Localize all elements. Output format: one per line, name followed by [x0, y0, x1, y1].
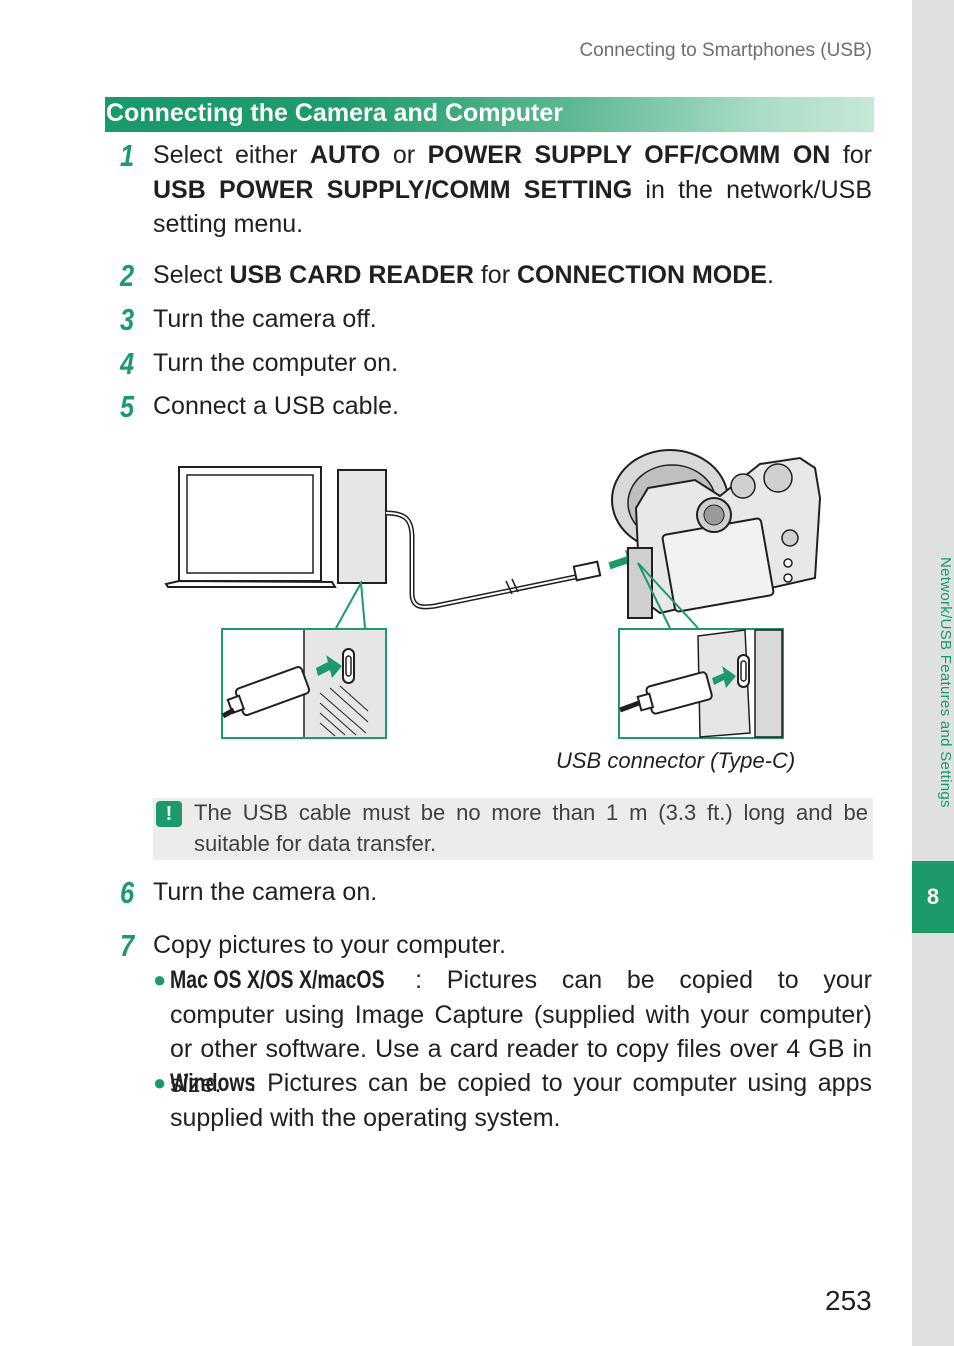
menu-option-usb-card-reader: USB CARD READER: [229, 261, 474, 289]
usb-connection-illustration: [164, 449, 822, 739]
step-number: 6: [120, 875, 135, 910]
step-number: 1: [120, 138, 135, 173]
section-title: Connecting the Camera and Computer: [106, 99, 563, 127]
step-text: Connect a USB cable.: [153, 392, 399, 420]
step-number: 7: [120, 928, 135, 963]
bullet-text: : Pictures can be copied to your compute…: [170, 966, 872, 1098]
note-text: The USB cable must be no more than 1 m (…: [194, 800, 868, 856]
menu-item-connection-mode: CONNECTION MODE: [516, 261, 767, 289]
step-text: Copy pictures to your computer.: [153, 931, 506, 959]
step-text: Select either AUTO or POWER SUPPLY OFF/C…: [153, 141, 873, 238]
computer-port-detail: [221, 628, 387, 739]
laptop-icon: [164, 466, 337, 588]
step-number: 2: [120, 258, 135, 293]
figure-caption: USB connector (Type-C): [556, 748, 796, 773]
bullet-icon: ●: [153, 1070, 167, 1095]
bullet-icon: ●: [153, 967, 167, 992]
bullet-label: Mac OS X/OS X/macOS: [170, 966, 385, 994]
step-text: Turn the camera off.: [153, 305, 377, 333]
step-text: Turn the computer on.: [153, 349, 399, 377]
bullet-label: Windows: [170, 1069, 256, 1097]
note-box: [153, 798, 873, 860]
usb-plug-icon: [572, 560, 602, 582]
page-number: 253: [825, 1285, 872, 1316]
step-number: 5: [120, 389, 135, 424]
side-strip: [912, 0, 954, 1346]
chapter-side-label: Network/USB Features and Settings: [937, 556, 954, 808]
camera-icon: [611, 449, 822, 619]
menu-option-power-supply-off: POWER SUPPLY OFF/COMM ON: [427, 141, 831, 169]
camera-port-detail: [618, 628, 784, 739]
bullet-text: : Pictures can be copied to your compute…: [170, 1069, 872, 1132]
step-text: Turn the camera on.: [153, 878, 378, 906]
menu-option-auto: AUTO: [310, 141, 381, 169]
section-header-bar: [105, 97, 874, 132]
caution-icon: !: [156, 801, 182, 827]
chapter-tab[interactable]: 8: [912, 861, 954, 933]
menu-item-usb-setting: USB POWER SUPPLY/COMM SETTING: [153, 175, 633, 204]
step-number: 4: [120, 346, 135, 381]
running-head: Connecting to Smartphones (USB): [579, 40, 872, 61]
step-text: Select USB CARD READER for CONNECTION MO…: [153, 261, 774, 289]
step-number: 3: [120, 302, 135, 337]
computer-tower-icon: [337, 469, 387, 584]
